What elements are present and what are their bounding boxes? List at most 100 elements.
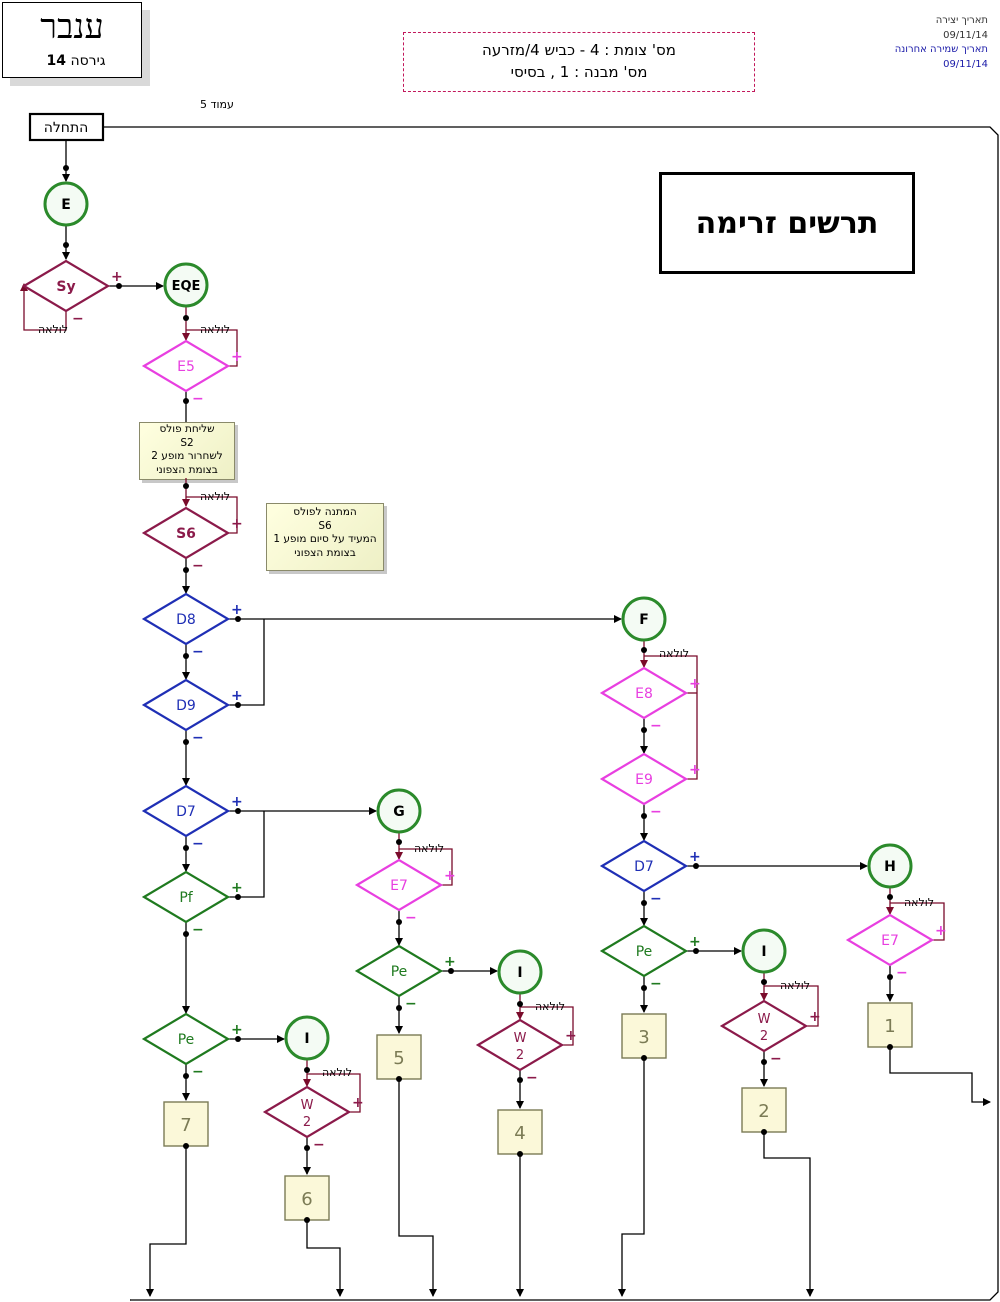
decision-e9: E9+−	[599, 752, 701, 820]
decision-label: 2	[516, 1048, 524, 1063]
minus-sign: −	[405, 996, 417, 1012]
circle-node-f: F	[621, 596, 667, 642]
intersection-header: מס' צומת : 4 - כביש 4/מזרעה מס' מבנה : 1…	[403, 32, 755, 92]
connector-line	[398, 1079, 437, 1297]
connector-dot	[183, 1143, 189, 1149]
decision-label: 2	[303, 1115, 311, 1130]
decision-label: D7	[634, 859, 654, 875]
circle-node-i3: I	[741, 928, 787, 974]
connector-dot	[517, 1001, 523, 1007]
connector-dot	[183, 483, 189, 489]
plus-sign: +	[444, 868, 456, 884]
connector-dot	[887, 894, 893, 900]
note-line: בצומת הצפוני	[156, 463, 218, 476]
connector-dot	[396, 1076, 402, 1082]
minus-sign: −	[405, 910, 417, 926]
intersection-line: מס' צומת : 4 - כביש 4/מזרעה	[482, 41, 676, 59]
decision-e7a: E7+−	[354, 858, 456, 926]
minus-sign: −	[192, 730, 204, 746]
minus-sign: −	[192, 644, 204, 660]
structure-line: מס' מבנה : 1 , בסיסי	[510, 63, 648, 81]
loop-label: לולאה	[535, 1000, 565, 1013]
phase-number: 4	[514, 1123, 525, 1144]
connector-dot	[63, 165, 69, 171]
logo-name: ענבר	[40, 7, 104, 47]
connector-line	[186, 329, 238, 367]
phase-box-7: 7	[163, 1101, 209, 1147]
connector-dot	[641, 1055, 647, 1061]
connector-dot	[761, 1059, 767, 1065]
decision-s6: S6+−	[141, 506, 243, 574]
note-send-pulse: שליחת פולס S2 לשחרור מופע 2 בצומת הצפוני	[139, 422, 235, 480]
page-number: עמוד 5	[200, 98, 234, 111]
phase-number: 5	[393, 1048, 404, 1069]
connector-dot	[517, 1151, 523, 1157]
loop-label: לולאה	[38, 323, 68, 336]
plus-sign: +	[689, 762, 701, 778]
connector-dot	[761, 979, 767, 985]
connector-dot	[641, 647, 647, 653]
connector-dot	[693, 948, 699, 954]
created-date: 09/11/14	[943, 29, 988, 41]
minus-sign: −	[650, 976, 662, 992]
decision-label: E5	[177, 359, 195, 375]
phase-number: 7	[180, 1115, 191, 1136]
decision-label: W	[514, 1031, 527, 1046]
circle-label: H	[884, 859, 896, 875]
plus-sign: +	[231, 349, 243, 365]
minus-sign: −	[313, 1137, 325, 1153]
phase-number: 3	[638, 1027, 649, 1048]
connector-dot	[235, 702, 241, 708]
note-line: לשחרור מופע 2	[151, 450, 223, 462]
phase-box-1: 1	[867, 1002, 913, 1048]
note-line: S2	[180, 436, 194, 449]
connector-dot	[63, 242, 69, 248]
plus-sign: +	[444, 954, 456, 970]
plus-sign: +	[352, 1095, 364, 1111]
connector-dot	[304, 1067, 310, 1073]
nodes: EEQEFGHIIISy+−E5+−S6+−D8+−D9+−D7+−Pf+−Pe…	[21, 112, 947, 1223]
connector-dot	[183, 653, 189, 659]
connector-line	[764, 985, 819, 1027]
connector-line	[399, 848, 453, 886]
connector-dot	[116, 283, 122, 289]
connector-line	[890, 902, 945, 941]
logo-box: ענבר גירסה 14	[2, 2, 142, 78]
version-line: גירסה 14	[3, 53, 141, 69]
decision-w2: W 2 + −	[475, 1018, 577, 1086]
decision-label: E8	[635, 686, 653, 702]
connector-dot	[761, 1129, 767, 1135]
decision-label: W	[758, 1012, 771, 1027]
connector-line	[889, 1047, 991, 1106]
loop-label: לולאה	[200, 323, 230, 336]
created-label: תאריך יצירה	[935, 15, 988, 26]
plus-sign: +	[565, 1028, 577, 1044]
minus-sign: −	[896, 965, 908, 981]
circle-label: E	[61, 197, 71, 213]
connector-line	[306, 1220, 344, 1297]
saved-label: תאריך שמירה אחרונה	[894, 44, 988, 55]
note-line: המתנה לפולס	[293, 506, 357, 518]
connector-line	[146, 1146, 187, 1297]
connector-dot	[183, 567, 189, 573]
circle-node-i1: I	[284, 1015, 330, 1061]
start-label: התחלה	[44, 120, 89, 136]
connector-dot	[448, 968, 454, 974]
connector-line	[763, 1132, 814, 1297]
decision-sy: Sy+−	[21, 259, 123, 327]
saved-date: 09/11/14	[943, 58, 988, 70]
phase-box-2: 2	[741, 1087, 787, 1133]
minus-sign: −	[192, 836, 204, 852]
start-box[interactable]: התחלה	[28, 112, 105, 142]
decision-label: E7	[881, 933, 899, 949]
connector-line	[307, 1073, 361, 1113]
minus-sign: −	[770, 1051, 782, 1067]
connector-dot	[304, 1145, 310, 1151]
decision-pe1: Pe+−	[141, 1012, 243, 1080]
connectors	[20, 126, 999, 1301]
connector-dot	[183, 931, 189, 937]
minus-sign: −	[526, 1070, 538, 1086]
decision-label: 2	[760, 1029, 768, 1044]
minus-sign: −	[650, 891, 662, 907]
connector-dot	[304, 1217, 310, 1223]
